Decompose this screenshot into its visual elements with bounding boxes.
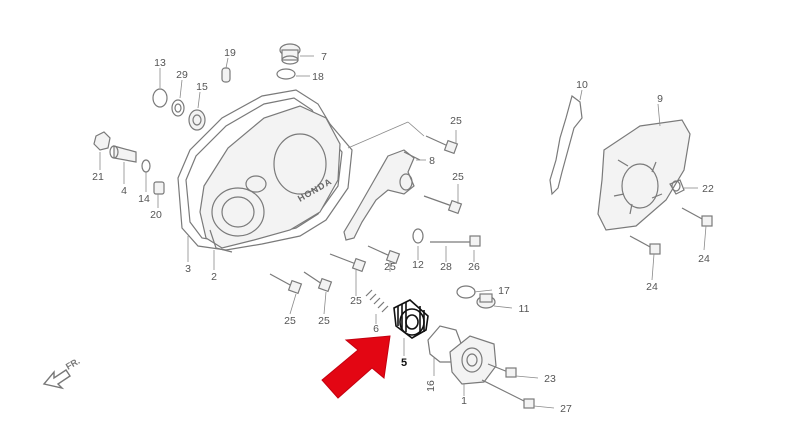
callout-labels: 13 29 15 19 7 18 21 4 14 20 3 2 8 25 25 … xyxy=(92,47,714,415)
callout-10: 10 xyxy=(576,79,588,91)
callout-6: 6 xyxy=(373,323,379,335)
callout-1: 1 xyxy=(461,395,467,407)
callout-11: 11 xyxy=(519,303,530,315)
callout-26: 26 xyxy=(468,261,480,273)
callout-2: 2 xyxy=(211,271,217,283)
crankcase-cover xyxy=(199,105,341,249)
callout-29: 29 xyxy=(176,69,188,81)
callout-25a: 25 xyxy=(450,115,462,127)
callout-5: 5 xyxy=(401,357,407,369)
drain-plug xyxy=(476,293,496,309)
callout-19: 19 xyxy=(224,47,236,59)
cover-bolt xyxy=(269,135,481,295)
callout-28: 28 xyxy=(440,261,452,273)
callout-4: 4 xyxy=(121,185,127,197)
collar xyxy=(153,181,165,195)
plug-o-ring xyxy=(456,285,476,299)
callout-23: 23 xyxy=(544,373,556,385)
callout-12: 12 xyxy=(412,259,424,271)
front-direction-label: FR. xyxy=(64,356,82,372)
callout-25d: 25 xyxy=(350,295,362,307)
small-washer xyxy=(141,159,151,173)
oil-seal xyxy=(188,109,206,131)
dowel-pin xyxy=(221,67,231,83)
callout-16: 16 xyxy=(425,380,437,392)
cover-gasket xyxy=(177,89,353,251)
o-ring xyxy=(276,68,296,80)
arrow-front-icon xyxy=(42,369,71,390)
callout-22: 22 xyxy=(702,183,714,195)
callout-25f: 25 xyxy=(318,315,330,327)
callout-25b: 25 xyxy=(452,171,464,183)
callout-21: 21 xyxy=(92,171,104,183)
leader-lines xyxy=(99,55,707,409)
callout-20: 20 xyxy=(150,209,162,221)
oil-filler-cap xyxy=(279,43,301,65)
callout-24a: 24 xyxy=(698,253,710,265)
washer xyxy=(171,99,185,117)
red-pointer-arrow-icon xyxy=(321,335,391,399)
shaft-bolt xyxy=(93,131,137,163)
callout-15: 15 xyxy=(196,81,208,93)
callout-8: 8 xyxy=(429,155,435,167)
callout-24b: 24 xyxy=(646,281,658,293)
callout-9: 9 xyxy=(657,93,663,105)
sprocket-cover xyxy=(597,119,691,231)
spring xyxy=(365,289,389,313)
arm-assembly xyxy=(343,149,421,241)
callout-3: 3 xyxy=(185,263,191,275)
callout-25c: 25 xyxy=(384,261,396,273)
callout-25e: 25 xyxy=(284,315,296,327)
callout-7: 7 xyxy=(321,51,327,63)
callout-17: 17 xyxy=(498,285,510,297)
needle-bearing xyxy=(393,299,429,339)
callout-27: 27 xyxy=(560,403,572,415)
front-direction-marker: FR. xyxy=(42,356,82,390)
circlip xyxy=(152,88,168,108)
chain-guide xyxy=(549,94,583,196)
pump-cover xyxy=(449,335,497,385)
callout-14: 14 xyxy=(138,193,150,205)
callout-18: 18 xyxy=(312,71,324,83)
callout-13: 13 xyxy=(154,57,166,69)
